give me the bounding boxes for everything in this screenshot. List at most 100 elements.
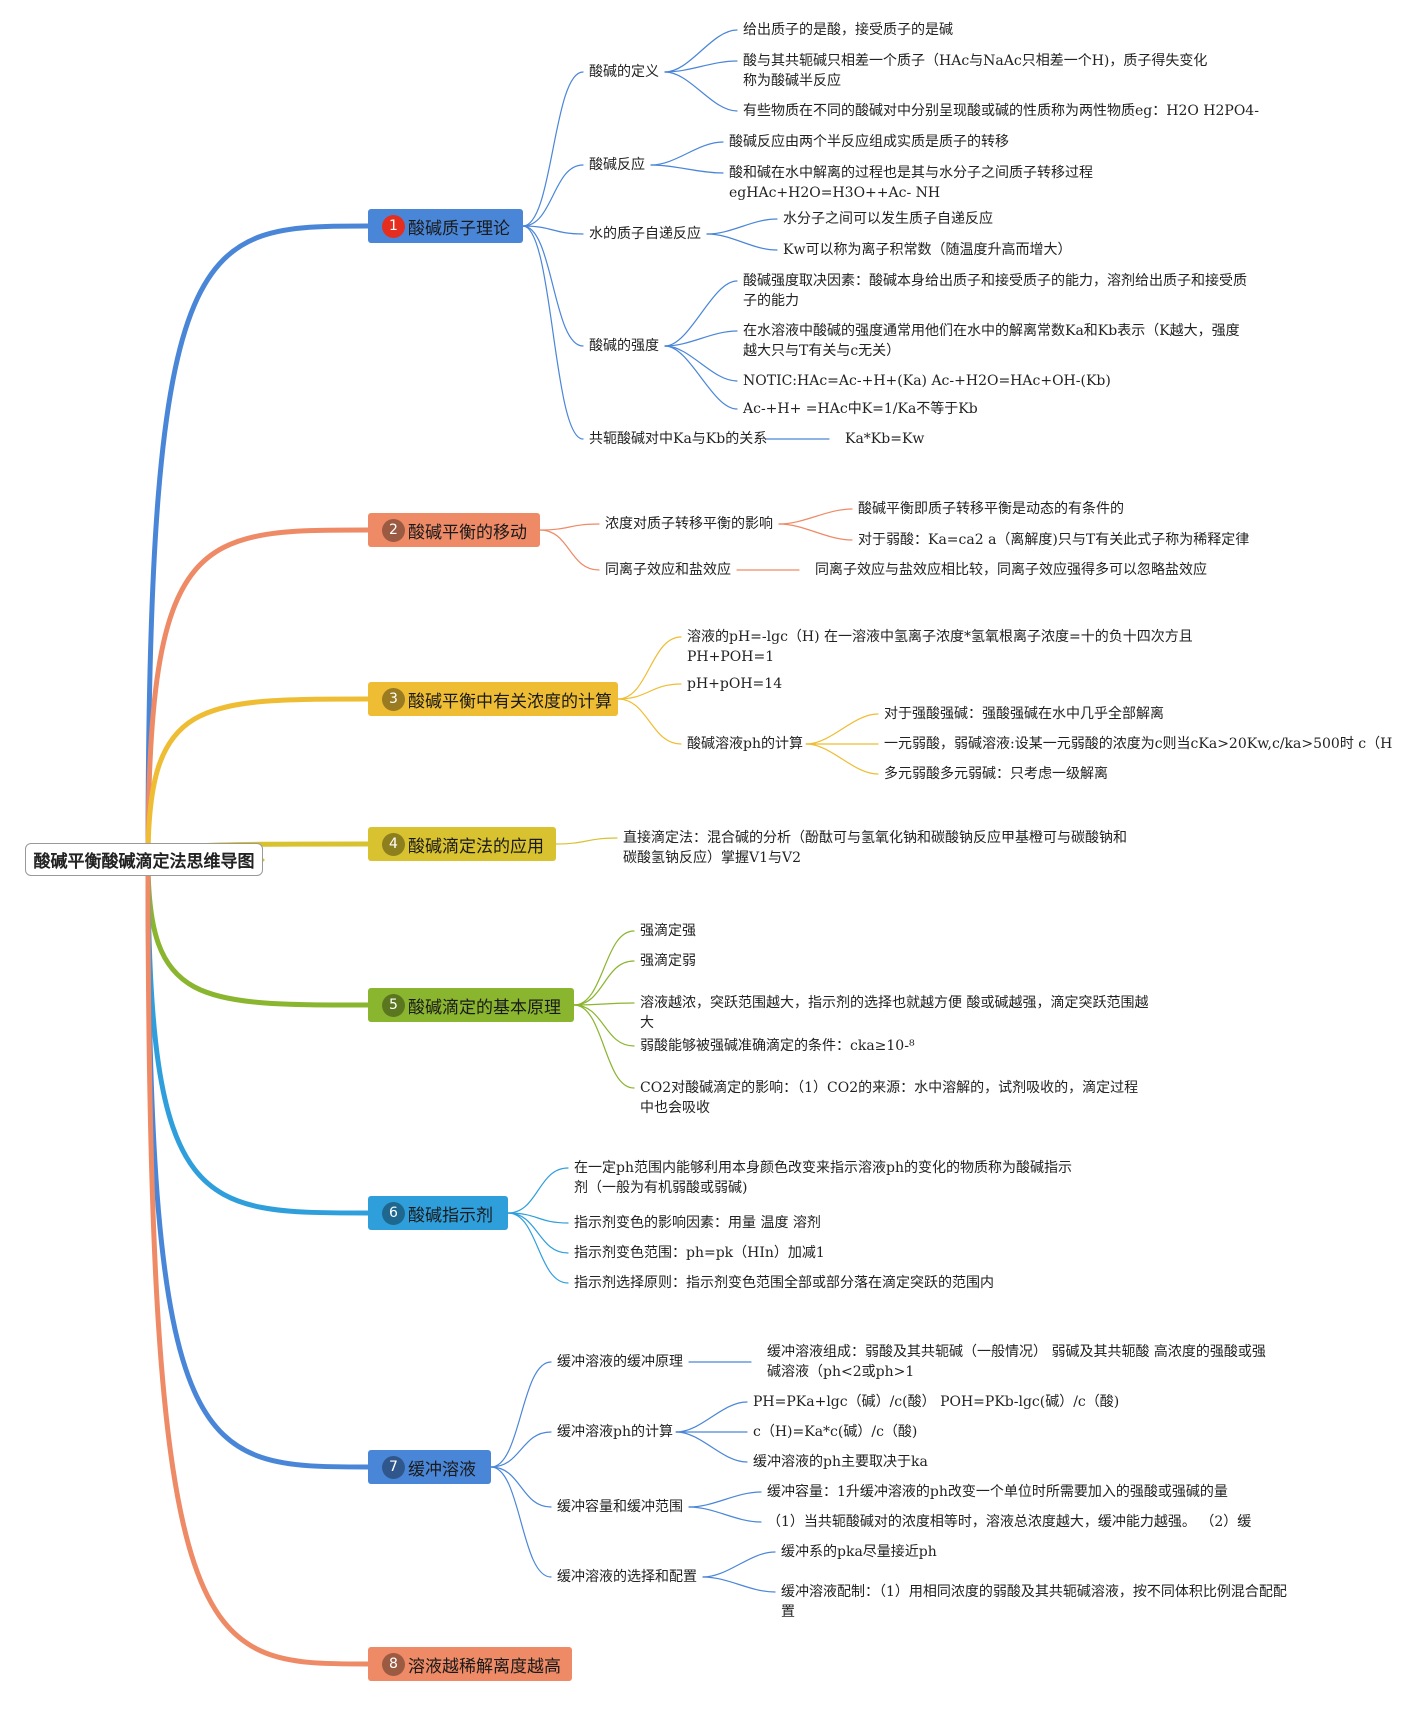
leaf-connector-line — [688, 1491, 762, 1508]
leaf-node[interactable]: PH=PKa+lgc（碱）/c(酸） POH=PKb-lgc(碱）/c（酸) — [753, 1394, 1120, 1410]
leaf-node[interactable]: 有些物质在不同的酸碱对中分别呈现酸或碱的性质称为两性物质eg：H2O H2PO4… — [743, 103, 1259, 119]
sub-topic[interactable]: 溶液越浓，突跃范围越大，指示剂的选择也就越方便 酸或碱越强，滴定突跃范围越大 — [640, 995, 1149, 1031]
leaf-connector-line — [664, 280, 738, 347]
leaf-connector-line — [805, 713, 879, 745]
sub-connector-line — [617, 683, 682, 700]
leaf-connector-line — [805, 743, 879, 775]
leaf-node[interactable]: 在水溶液中酸碱的强度通常用他们在水中的解离常数Ka和Kb表示（K越大，强度越大只… — [743, 323, 1240, 359]
leaf-node[interactable]: 缓冲溶液的ph主要取决于ka — [753, 1454, 928, 1470]
branch-line — [145, 857, 371, 1470]
sub-topic[interactable]: 缓冲溶液的缓冲原理 — [557, 1354, 683, 1370]
sub-topic[interactable]: 酸碱的定义 — [589, 64, 659, 80]
sub-topic[interactable]: 同离子效应和盐效应 — [605, 562, 731, 578]
sub-topic[interactable]: 指示剂选择原则：指示剂变色范围全部或部分落在滴定突跃的范围内 — [574, 1275, 994, 1291]
leaf-node[interactable]: 对于弱酸：Ka=ca2 a（离解度)只与T有关此式子称为稀释定律 — [858, 532, 1250, 548]
branch-line — [145, 223, 371, 863]
leaf-connector-line — [650, 141, 724, 166]
branch-title: 缓冲溶液 — [408, 1459, 476, 1480]
branch-title: 酸碱质子理论 — [408, 218, 510, 239]
leaf-connector-line — [664, 29, 738, 73]
leaf-node[interactable]: 同离子效应与盐效应相比较，同离子效应强得多可以忽略盐效应 — [815, 562, 1207, 578]
branch-number-badge: 5 — [382, 993, 405, 1017]
leaf-node[interactable]: 多元弱酸多元弱碱：只考虑一级解离 — [884, 766, 1108, 782]
sub-topic[interactable]: 共轭酸碱对中Ka与Kb的关系 — [589, 431, 768, 447]
sub-topic[interactable]: 水的质子自递反应 — [589, 226, 701, 242]
leaf-connector-line — [664, 60, 738, 73]
sub-topic[interactable]: 酸碱的强度 — [589, 338, 659, 354]
leaf-connector-line — [664, 345, 738, 382]
leaf-connector-line — [664, 345, 738, 410]
leaf-connector-line — [778, 523, 853, 541]
sub-connector-line — [522, 225, 584, 347]
sub-topic[interactable]: 酸碱溶液ph的计算 — [687, 736, 803, 752]
sub-topic[interactable]: 直接滴定法：混合碱的分析（酚酞可与氢氧化钠和碳酸钠反应甲基橙可与碳酸钠和碳酸氢钠… — [623, 830, 1127, 866]
leaf-node[interactable]: 酸碱平衡即质子转移平衡是动态的有条件的 — [858, 501, 1124, 517]
sub-topic[interactable]: 在一定ph范围内能够利用本身颜色改变来指示溶液ph的变化的物质称为酸碱指示剂（一… — [574, 1160, 1072, 1196]
sub-connector-line — [507, 1167, 569, 1214]
leaf-node[interactable]: 缓冲容量：1升缓冲溶液的ph改变一个单位时所需要加入的强酸或强碱的量 — [767, 1484, 1228, 1500]
sub-connector-line — [522, 225, 584, 235]
branch-number-badge: 4 — [382, 832, 405, 856]
branch-line — [145, 527, 371, 863]
branch-title: 酸碱滴定法的应用 — [408, 836, 544, 857]
leaf-node[interactable]: 酸碱反应由两个半反应组成实质是质子的转移 — [729, 134, 1009, 150]
branch-number-badge: 3 — [382, 687, 405, 711]
sub-connector-line — [555, 837, 618, 845]
leaf-node[interactable]: Kw可以称为离子积常数（随温度升高而增大） — [783, 242, 1072, 258]
sub-connector-line — [573, 930, 635, 1006]
branch-line — [145, 857, 371, 1216]
leaf-node[interactable]: 给出质子的是酸，接受质子的是碱 — [743, 22, 953, 38]
sub-topic[interactable]: CO2对酸碱滴定的影响：（1）CO2的来源：水中溶解的，试剂吸收的，滴定过程中也… — [640, 1080, 1139, 1116]
sub-topic[interactable]: 缓冲溶液ph的计算 — [557, 1424, 673, 1440]
leaf-node[interactable]: Ac-+H+ =HAc中K=1/Ka不等于Kb — [743, 401, 978, 417]
branch-line — [145, 857, 371, 1667]
leaf-node[interactable]: Ka*Kb=Kw — [845, 431, 925, 447]
sub-topic[interactable]: 酸碱反应 — [589, 157, 645, 173]
leaf-node[interactable]: 酸与其共轭碱只相差一个质子（HAc与NaAc只相差一个H)，质子得失变化称为酸碱… — [743, 53, 1208, 89]
leaf-node[interactable]: NOTIC:HAc=Ac-+H+(Ka) Ac-+H2O=HAc+OH-(Kb) — [743, 373, 1111, 389]
sub-topic[interactable]: 溶液的pH=-lgc（H) 在一溶液中氢离子浓度*氢氧根离子浓度=十的负十四次方… — [687, 629, 1193, 665]
branch-title: 酸碱平衡的移动 — [408, 522, 527, 543]
leaf-node[interactable]: c（H)=Ka*c(碱）/c（酸) — [753, 1424, 918, 1440]
sub-connector-line — [573, 1002, 635, 1006]
sub-connector-line — [507, 1212, 569, 1224]
leaf-node[interactable]: 酸碱强度取决因素：酸碱本身给出质子和接受质子的能力，溶剂给出质子和接受质子的能力 — [743, 273, 1247, 309]
leaf-node[interactable]: 缓冲溶液配制：（1）用相同浓度的弱酸及其共轭碱溶液，按不同体积比例混合配配置 — [781, 1584, 1287, 1620]
leaf-node[interactable]: （1）当共轭酸碱对的浓度相等时，溶液总浓度越大，缓冲能力越强。 （2）缓 — [767, 1514, 1252, 1530]
root-title: 酸碱平衡酸碱滴定法思维导图 — [33, 852, 255, 872]
root-node[interactable]: 酸碱平衡酸碱滴定法思维导图 — [25, 843, 263, 876]
leaf-connector-line — [675, 1401, 748, 1433]
sub-topic[interactable]: 缓冲容量和缓冲范围 — [557, 1499, 683, 1515]
sub-topic[interactable]: 强滴定强 — [640, 923, 696, 939]
sub-topic[interactable]: 指示剂变色范围：ph=pk（HIn）加减1 — [574, 1245, 825, 1261]
leaf-node[interactable]: 对于强酸强碱：强酸强碱在水中几乎全部解离 — [884, 706, 1164, 722]
leaf-connector-line — [702, 1576, 776, 1593]
leaf-node[interactable]: 酸和碱在水中解离的过程也是其与水分子之间质子转移过程 egHAc+H2O=H3O… — [729, 165, 1093, 201]
sub-connector-line — [490, 1466, 552, 1508]
leaf-node[interactable]: 缓冲溶液组成：弱酸及其共轭碱（一般情况） 弱碱及其共轭酸 高浓度的强酸或强碱溶液… — [767, 1344, 1266, 1380]
sub-topic[interactable]: 指示剂变色的影响因素：用量 温度 溶剂 — [574, 1215, 821, 1231]
sub-topic[interactable]: pH+pOH=14 — [687, 676, 783, 692]
sub-topic[interactable]: 浓度对质子转移平衡的影响 — [605, 516, 773, 532]
branch-title: 酸碱指示剂 — [408, 1205, 493, 1226]
leaf-node[interactable]: 水分子之间可以发生质子自递反应 — [783, 211, 993, 227]
leaf-node[interactable]: 缓冲系的pka尽量接近ph — [781, 1544, 937, 1560]
sub-connector-line — [522, 164, 584, 227]
branch-title: 酸碱平衡中有关浓度的计算 — [408, 691, 612, 712]
sub-connector-line — [573, 1004, 635, 1047]
sub-connector-line — [617, 698, 682, 745]
sub-topic[interactable]: 弱酸能够被强碱准确滴定的条件：cka≥10-⁸ — [640, 1038, 915, 1054]
leaf-node[interactable]: 一元弱酸，弱碱溶液:设某一元弱酸的浓度为c则当cKa>20Kw,c/ka>500… — [884, 736, 1393, 752]
sub-topic[interactable]: 强滴定弱 — [640, 953, 696, 969]
sub-topic[interactable]: 缓冲溶液的选择和配置 — [557, 1569, 697, 1585]
sub-connector-line — [573, 960, 635, 1006]
sub-connector-line — [573, 1004, 635, 1089]
